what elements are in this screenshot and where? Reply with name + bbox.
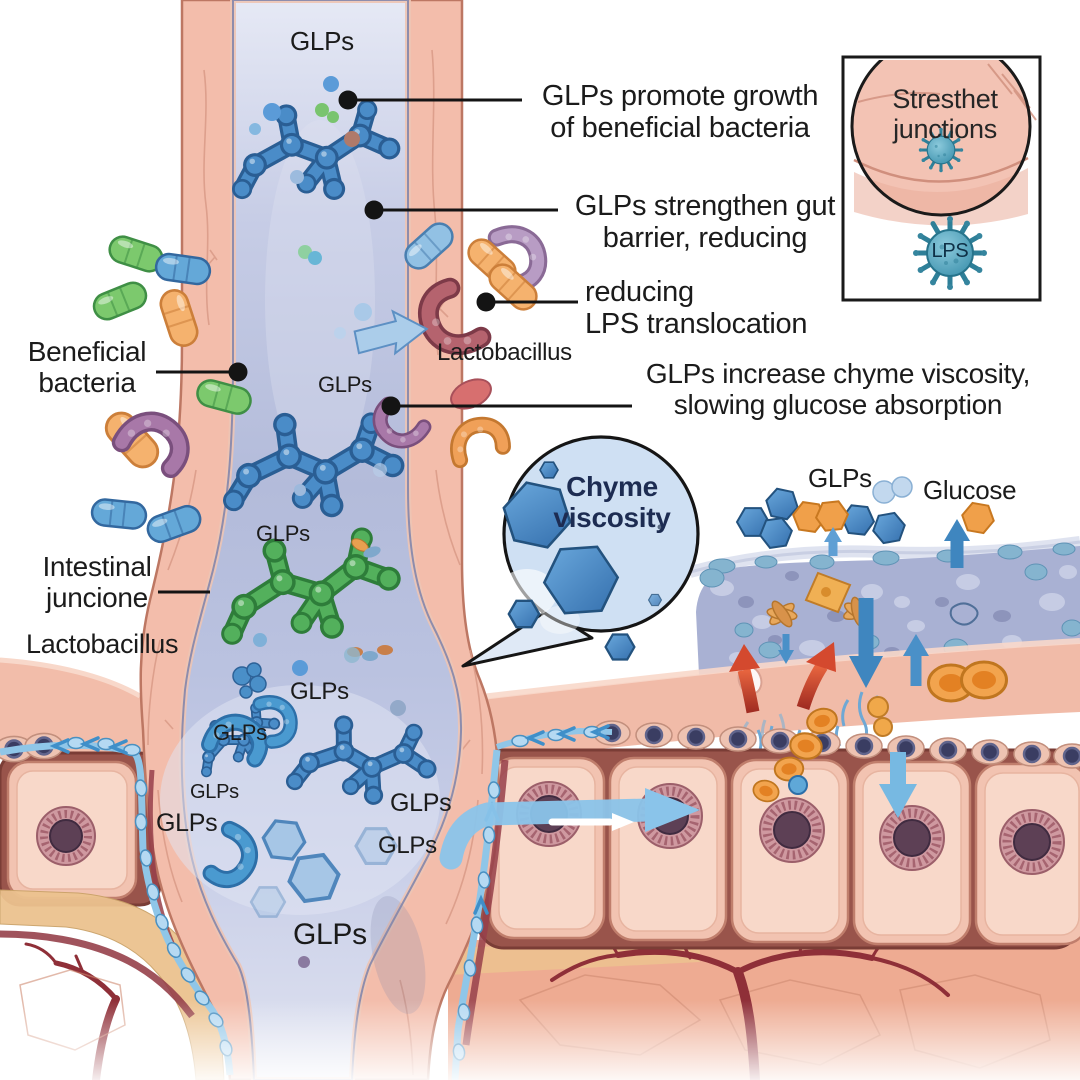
epithelium-left-block <box>0 657 225 1080</box>
glp-crossing-arrow <box>353 309 429 356</box>
label-glps-lumen: GLPs <box>378 832 437 859</box>
annotation-reduce-lps: reducing LPS translocation <box>585 276 808 341</box>
inset-tight-junctions <box>841 55 1042 302</box>
callout-dot <box>228 362 248 382</box>
label-glps-lumen: GLPs <box>390 789 452 817</box>
chyme-small-down-arrow <box>778 634 794 664</box>
inset-title: Stresthet junctions <box>892 84 998 145</box>
magnifier-label: Chyme viscosity <box>553 471 671 534</box>
label-glps-bottom: GLPs <box>293 918 367 951</box>
callout-dot <box>364 200 384 220</box>
chyme-speckles <box>699 542 1080 664</box>
label-lactobacillus-upper: Lactobacillus <box>437 339 572 366</box>
callouts <box>156 90 632 594</box>
glp-cluster <box>232 662 267 699</box>
red-inflammation-arrows <box>729 642 836 714</box>
label-glps-lumen: GLPs <box>318 372 372 397</box>
magnifier-highlight <box>497 569 557 617</box>
label-glps-lumen: GLPs <box>256 521 310 546</box>
glp-transport-arrow <box>439 788 700 870</box>
annotation-strengthen-barrier: GLPs strengthen gut barrier, reducing <box>574 190 836 255</box>
lymph-vessel-right <box>451 724 613 1080</box>
label-lactobacillus-lower: Lactobacillus <box>26 629 179 659</box>
callout-dot <box>476 292 496 312</box>
label-glps-lumen: GLPs <box>190 781 239 803</box>
faint-shadow-blob <box>370 896 426 1014</box>
callout-dot <box>381 396 401 416</box>
label-glucose: Glucose <box>923 475 1017 505</box>
label-intestinal-junction: Intestinal juncione <box>42 551 152 614</box>
glp-release-arrow <box>824 527 842 556</box>
annotation-chyme-viscosity: GLPs increase chyme viscosity, slowing g… <box>645 358 1031 421</box>
chyme-down-arrow <box>849 598 883 688</box>
annotation-promote-growth: GLPs promote growth of beneficial bacter… <box>541 80 819 145</box>
nucleus-core-left <box>49 819 83 853</box>
inset-lps-label: LPS <box>931 240 969 262</box>
chyme-mid-up-arrow <box>903 634 929 686</box>
glucose-up-arrow <box>944 519 970 568</box>
absorption-down-arrow <box>879 752 917 818</box>
callout-dot <box>338 90 358 110</box>
label-beneficial-bacteria: Beneficial bacteria <box>27 336 147 399</box>
tube-highlight <box>265 120 375 480</box>
label-glps-lumen: GLPs <box>290 678 349 705</box>
chyme-magnifier <box>461 435 700 668</box>
epithelial-cells-right <box>488 756 1080 946</box>
viscosity-hexagon <box>507 599 541 629</box>
glp-glucose-hexagons <box>736 476 998 550</box>
label-glps-chyme-panel: GLPs <box>808 463 872 493</box>
fiber-kite <box>804 571 852 614</box>
absorbed-nutrient-cells <box>750 660 1008 806</box>
speck <box>657 524 663 530</box>
bottom-fade <box>0 1000 1080 1080</box>
inset-box-border <box>841 55 1042 302</box>
label-glps-lumen: GLPs <box>213 720 267 745</box>
label-glps-lumen: GLPs <box>156 809 218 837</box>
label-glps-top: GLPs <box>290 26 354 56</box>
villus-rim-left <box>0 657 142 699</box>
viscosity-hexagon <box>604 633 636 661</box>
villus-top-rim <box>454 638 1080 703</box>
vessel-band-left <box>0 930 195 1019</box>
nucleus-ring-left <box>40 810 92 862</box>
villus-band-left <box>0 658 160 756</box>
viscosity-hexagon <box>647 593 663 607</box>
